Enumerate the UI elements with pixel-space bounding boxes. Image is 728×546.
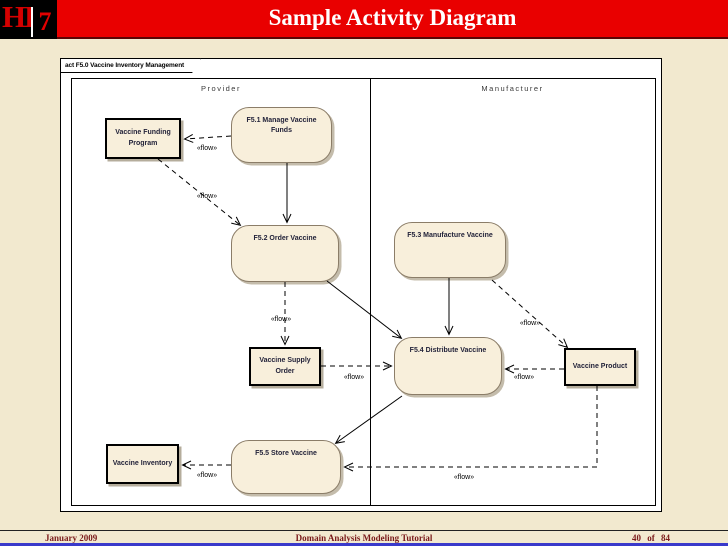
node-label-vaccine-inventory: Vaccine Inventory [112,459,173,467]
node-f5-1-manage-vaccine-funds: F5.1 Manage Vaccine Funds [231,107,332,163]
node-vaccine-supply-order: Vaccine Supply Order [249,347,321,386]
node-label-vaccine-supply-order: Vaccine Supply Order [259,357,311,375]
node-label-f5-2-order-vaccine: F5.2 Order Vaccine [253,235,317,242]
footer-center-text: Domain Analysis Modeling Tutorial [295,532,433,543]
hl7-logo-seven: 7 [38,7,52,36]
swimlane-label-manufacturer: Manufacturer [481,84,544,93]
node-f5-2-order-vaccine: F5.2 Order Vaccine [231,225,339,282]
node-label-f5-4-distribute-vaccine: F5.4 Distribute Vaccine [409,347,487,354]
node-vaccine-inventory: Vaccine Inventory [106,444,179,484]
hl7-logo: HL 7 [0,0,57,39]
title-bar [0,0,728,39]
node-label-f5-5-store-vaccine: F5.5 Store Vaccine [255,450,317,457]
node-f5-5-store-vaccine: F5.5 Store Vaccine [231,440,341,494]
swimlane-label-provider: Provider [201,84,241,93]
bottom-accent-bar [0,543,728,546]
node-vaccine-funding-program: Vaccine Funding Program [105,118,181,159]
frame-tab-label: act F5.0 Vaccine Inventory Management [60,58,201,73]
footer-date: January 2009 [45,532,98,543]
slide-title: Sample Activity Diagram [268,5,517,30]
node-vaccine-product: Vaccine Product [564,348,636,386]
node-label-f5-3-manufacture-vaccine: F5.3 Manufacture Vaccine [407,232,493,239]
node-f5-3-manufacture-vaccine: F5.3 Manufacture Vaccine [394,222,506,278]
node-f5-4-distribute-vaccine: F5.4 Distribute Vaccine [394,337,502,395]
node-label-f5-1-manage-vaccine-funds: F5.1 Manage Vaccine Funds [246,117,317,135]
node-label-vaccine-funding-program: Vaccine Funding Program [115,129,171,147]
footer: Domain Analysis Modeling Tutorial Januar… [0,530,728,544]
swimlane-divider [370,79,371,505]
node-label-vaccine-product: Vaccine Product [572,362,628,370]
hl7-logo-seven-box: 7 [31,7,57,37]
footer-page-number: 40 of 84 [632,532,670,543]
